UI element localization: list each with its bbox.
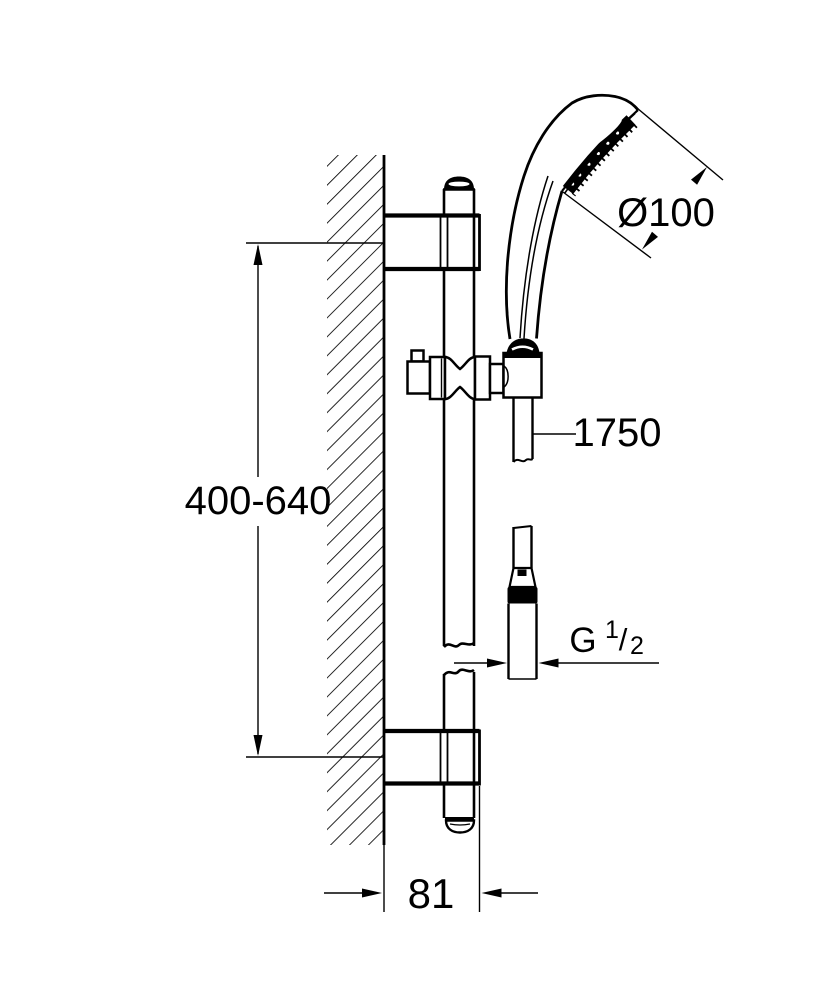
- hose-break: [513, 525, 532, 529]
- holder-lock-tab: [410, 349, 425, 363]
- holder-spool: [443, 355, 477, 401]
- slider-holder: [406, 349, 505, 401]
- arrow-up: [253, 244, 263, 265]
- hose-length-label: 1750: [573, 411, 662, 455]
- arrow-left: [481, 888, 502, 898]
- arrow-left: [538, 658, 559, 668]
- handle-inner-line: [519, 175, 549, 339]
- shower-rail: [442, 176, 476, 834]
- thread-denominator: 2: [630, 632, 644, 660]
- holder-left-flange: [428, 355, 447, 401]
- bottom-wall-bracket: [384, 728, 481, 786]
- handshower-socket: [502, 338, 543, 399]
- rail-span-label: 400-640: [185, 479, 332, 523]
- arrow-right: [487, 658, 507, 668]
- holder-arm: [488, 362, 505, 395]
- hose-break: [512, 458, 534, 463]
- extension-lines: [246, 242, 481, 912]
- collar-notch: [517, 569, 527, 576]
- dimension-wall-offset: 81: [324, 870, 538, 917]
- handle-outline-right: [535, 190, 564, 339]
- handle-inner-line: [523, 180, 554, 339]
- thread-letter: G: [569, 621, 596, 660]
- spray-face-highlight: [586, 119, 622, 150]
- rail-top-cap: [443, 176, 475, 191]
- dimension-rail-span: 400-640: [185, 244, 332, 756]
- spray-face-bumps: [571, 123, 638, 197]
- shower-hose: [507, 398, 538, 680]
- rail-break-lower: [443, 668, 475, 676]
- socket-notch: [503, 365, 509, 388]
- head-diameter-label: Ø100: [617, 191, 715, 235]
- handle-outline-left: [504, 93, 640, 340]
- arrow-down: [253, 735, 263, 756]
- dimension-thread: G 1 / 2: [454, 616, 659, 668]
- dimension-hose-length: 1750: [533, 411, 661, 455]
- wall-offset-label: 81: [408, 870, 455, 917]
- wall-hatching: [327, 155, 384, 845]
- holder-knob: [406, 360, 432, 395]
- face-rim-inner: [563, 112, 636, 194]
- thread-numerator: 1: [605, 616, 619, 644]
- arrow-upper: [691, 167, 707, 185]
- wall-section: [327, 155, 386, 845]
- thread-slash: /: [619, 622, 628, 657]
- arrow-right: [362, 888, 382, 898]
- hand-shower: [504, 93, 640, 340]
- rail-break-upper: [443, 641, 475, 648]
- holder-right-flange: [473, 355, 492, 401]
- top-wall-bracket: [384, 213, 481, 272]
- dimension-head-diameter: Ø100: [562, 107, 724, 259]
- hose-nut-band: [507, 587, 538, 604]
- arrow-lower: [642, 231, 658, 250]
- cone-highlight: [511, 345, 534, 351]
- rail-bottom-cap: [444, 816, 476, 834]
- spray-face-band: [562, 115, 636, 194]
